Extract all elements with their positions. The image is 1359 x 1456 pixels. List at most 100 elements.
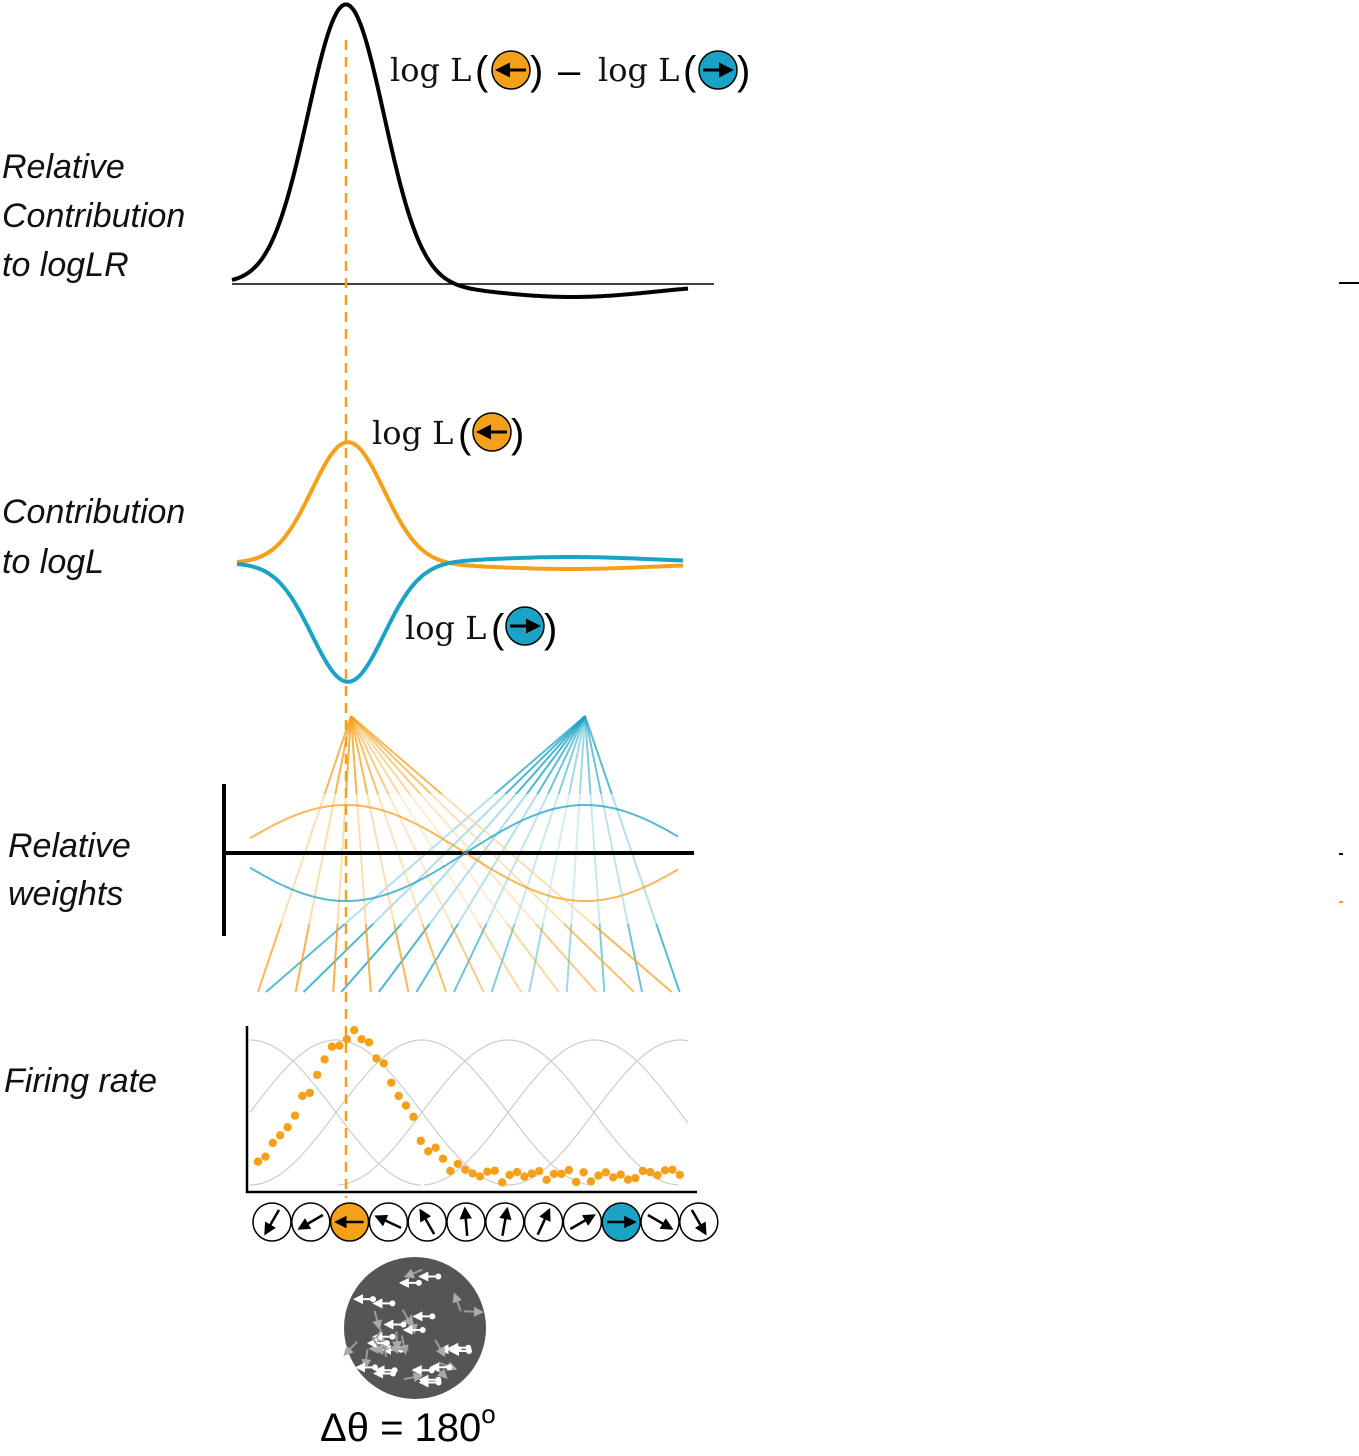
firing-rate-dot: [424, 1147, 433, 1156]
firing-rate-dot: [490, 1166, 499, 1175]
svg-text:): ): [530, 49, 543, 93]
firing-rate-dot: [357, 1035, 366, 1044]
firing-rate-dot: [535, 1166, 544, 1176]
firing-rate-dot: [409, 1112, 418, 1122]
firing-rate-dot: [631, 1173, 640, 1183]
firing-rate-dot: [638, 1166, 647, 1176]
direction-icon: [368, 1202, 409, 1242]
svg-text:(: (: [491, 607, 505, 651]
firing-rate-dot: [468, 1169, 477, 1178]
svg-text:Relative: Relative: [2, 148, 125, 186]
firing-rate-dot: [579, 1168, 588, 1177]
orange-left-arrow-icon: [472, 412, 512, 452]
preferred-direction-icons: [252, 1202, 719, 1242]
firing-rate-dot: [601, 1168, 610, 1177]
firing-rate-dot: [446, 1166, 455, 1176]
firing-rate-dot: [283, 1123, 292, 1132]
firing-rate-dot: [335, 1041, 344, 1050]
firing-rate-dot: [646, 1167, 655, 1177]
firing-rate-dot: [527, 1169, 536, 1178]
stimulus-arrow: [391, 1331, 402, 1352]
firing-rate-dot: [549, 1169, 559, 1179]
direction-icon: [329, 1202, 370, 1242]
direction-icon: [679, 1202, 719, 1242]
firing-rate-dot: [453, 1159, 462, 1169]
logl-orange-curve: [236, 440, 684, 571]
weights-blue-curve: [249, 804, 679, 902]
stimulus-arrow: [403, 1268, 423, 1279]
firing-rate-dot: [609, 1173, 618, 1182]
firing-rate-dot: [387, 1078, 396, 1087]
svg-text:Δθ = 180o: Δθ = 180o: [320, 1399, 496, 1450]
orange-left-arrow-icon: [491, 50, 531, 90]
firing-rate-dot: [416, 1136, 425, 1146]
svg-text:(: (: [458, 412, 472, 456]
firing-rate-dot: [483, 1167, 492, 1176]
label-relative-weights: Relative weights: [8, 827, 131, 913]
firing-rate-dot: [298, 1091, 307, 1101]
weights-orange-curve: [249, 804, 679, 902]
direction-icon: [562, 1202, 603, 1242]
direction-icon: [446, 1202, 486, 1242]
firing-rate-dot: [394, 1091, 403, 1101]
firing-rate-dot: [327, 1042, 337, 1051]
direction-icon: [640, 1202, 680, 1242]
stimulus-arrow: [388, 1343, 409, 1354]
stimulus-arrow: [463, 1306, 484, 1317]
logl-orange-label: log L: [372, 414, 453, 452]
firing-rate-dot: [438, 1154, 448, 1163]
direction-icon: [291, 1202, 331, 1242]
stimulus-arrow: [361, 1349, 372, 1370]
firing-rate-dot: [313, 1070, 322, 1080]
firing-rate-dot: [268, 1138, 277, 1148]
firing-rate-dot: [461, 1165, 470, 1175]
tuning-curve: [249, 1039, 593, 1186]
stimulus-arrow: [372, 1310, 383, 1331]
firing-rate-dot: [572, 1177, 581, 1187]
firing-rate-dot: [305, 1088, 314, 1098]
direction-icon: [523, 1202, 564, 1242]
firing-rate-dot: [431, 1143, 440, 1152]
firing-rate-dot: [290, 1111, 300, 1120]
firing-rate-dot: [660, 1166, 670, 1175]
firing-rate-dot: [675, 1170, 684, 1180]
firing-panel: [245, 1026, 697, 1194]
direction-icon: [407, 1202, 447, 1242]
tuning-curve: [423, 1039, 689, 1186]
firing-rate-dot: [320, 1055, 329, 1064]
stimulus-arrow: [343, 1341, 358, 1357]
firing-rate-dot: [668, 1165, 677, 1174]
loglr-minus: –: [558, 49, 581, 93]
firing-rate-dot: [616, 1170, 625, 1179]
stimulus-arrow: [452, 1292, 463, 1312]
firing-rate-dot: [372, 1054, 381, 1063]
svg-text:weights: weights: [8, 875, 123, 913]
firing-rate-dot: [342, 1035, 351, 1044]
blue-right-arrow-icon: [698, 50, 738, 90]
firing-rate-dot: [653, 1171, 662, 1180]
delta-theta-label: Δθ = 180o: [320, 1399, 496, 1450]
svg-text:): ): [511, 412, 524, 456]
tuning-curve: [249, 1039, 422, 1186]
firing-rate-dot: [623, 1175, 633, 1184]
svg-text:Relative: Relative: [8, 827, 131, 865]
direction-icon: [485, 1202, 525, 1242]
firing-rate-dot: [594, 1171, 603, 1180]
firing-rate-dot: [401, 1101, 411, 1110]
loglr-term-b: log L: [598, 51, 679, 89]
firing-rate-dot: [475, 1172, 485, 1181]
stimulus-arrow: [401, 1309, 413, 1328]
stimulus-arrow: [371, 1337, 384, 1355]
firing-rate-dot: [498, 1178, 507, 1187]
firing-rate-dot: [350, 1026, 359, 1035]
logl-panel: log L ( ) log L ( ): [236, 412, 684, 684]
firing-rate-dot: [542, 1175, 551, 1185]
stimulus-arrow: [434, 1339, 446, 1358]
logl-blue-curve: [236, 555, 684, 684]
label-contribution: Contribution to logL: [2, 493, 185, 581]
logl-blue-label: log L: [405, 609, 486, 647]
svg-text:to logL: to logL: [2, 543, 104, 581]
direction-icon: [601, 1202, 641, 1242]
svg-text:(: (: [683, 49, 697, 93]
